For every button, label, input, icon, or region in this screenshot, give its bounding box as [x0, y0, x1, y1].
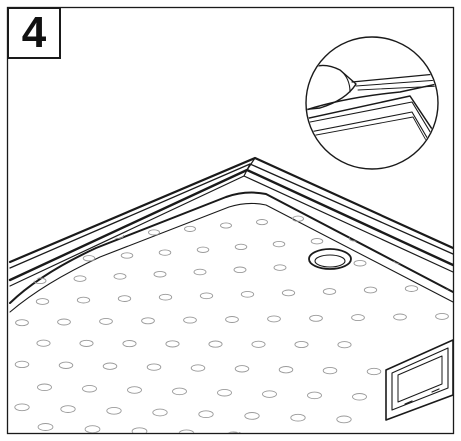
dimple [273, 434, 288, 441]
step-number: 4 [21, 8, 47, 57]
drain-hole-icon [308, 248, 352, 270]
anti-slip-dimples [14, 215, 453, 441]
dimple [225, 316, 239, 323]
dimple [37, 423, 54, 431]
dimple [152, 408, 168, 417]
dimple [148, 229, 160, 236]
dimple [120, 252, 134, 259]
dimple [225, 431, 242, 433]
dimple [272, 240, 286, 248]
dimple [15, 319, 29, 327]
dimple [102, 362, 118, 370]
dimple [322, 366, 338, 375]
dimple [217, 388, 232, 397]
dimple [435, 312, 449, 320]
dimple [267, 315, 281, 323]
tray-basin-edge [9, 191, 453, 313]
dimple [79, 339, 94, 347]
dimple [99, 317, 113, 325]
dimple [273, 264, 287, 271]
dimple [351, 314, 365, 322]
dimple [234, 243, 248, 251]
dimple [193, 268, 207, 276]
dimple [220, 222, 232, 229]
dimple [208, 340, 223, 348]
dimple [14, 403, 30, 412]
dimple [158, 293, 173, 301]
dimple [262, 390, 277, 398]
dimple [73, 275, 87, 282]
dimple [84, 425, 101, 433]
dimple [404, 285, 419, 292]
dimple [37, 383, 52, 392]
dimple [307, 391, 322, 400]
dimple [233, 266, 247, 274]
dimple [256, 219, 268, 226]
dimple [14, 360, 30, 369]
dimple [294, 340, 309, 349]
dimple [309, 314, 323, 322]
dimple [196, 246, 210, 253]
dimple [322, 288, 337, 295]
tray-rim [8, 156, 453, 287]
dimple [76, 296, 91, 304]
dimple [158, 249, 172, 256]
dimple [240, 290, 255, 298]
dimple [57, 318, 71, 326]
dimple [36, 339, 51, 347]
dimple [131, 427, 148, 433]
detail-callout-magnifier [305, 36, 439, 170]
dimple [113, 273, 127, 280]
dimple [82, 384, 97, 393]
dimple [183, 316, 197, 324]
outer-border [6, 6, 455, 435]
dimple [393, 313, 407, 321]
dimple [244, 412, 260, 420]
dimple [366, 367, 382, 376]
dimple [153, 270, 167, 278]
dimple [178, 429, 195, 433]
dimple [281, 289, 296, 297]
dimple [141, 317, 155, 325]
dimple [310, 238, 324, 245]
dimple [251, 340, 266, 348]
dimple [146, 363, 162, 371]
access-panel-icon [385, 339, 453, 421]
dimple [278, 366, 294, 374]
step-number-badge: 4 [7, 7, 61, 59]
dimple [58, 361, 74, 369]
dimple [33, 277, 47, 285]
dimple [60, 405, 76, 413]
dimple [172, 387, 187, 396]
dimple [336, 415, 352, 424]
dimple [184, 225, 196, 232]
dimple [165, 340, 180, 348]
dimple [127, 386, 142, 394]
dimple [122, 340, 137, 348]
dimple [199, 292, 214, 300]
dimple [117, 295, 132, 302]
dimple [35, 298, 50, 305]
floor-line [232, 432, 241, 433]
dimple [292, 215, 304, 222]
dimple [337, 341, 352, 349]
dimple [352, 393, 367, 401]
dimple [234, 365, 250, 373]
dimple [290, 413, 306, 422]
dimple [363, 286, 378, 294]
dimple [353, 259, 367, 267]
dimple [106, 406, 122, 415]
dimple [190, 364, 206, 372]
dimple [198, 410, 214, 419]
dimple [320, 436, 335, 441]
dimple [82, 255, 96, 262]
